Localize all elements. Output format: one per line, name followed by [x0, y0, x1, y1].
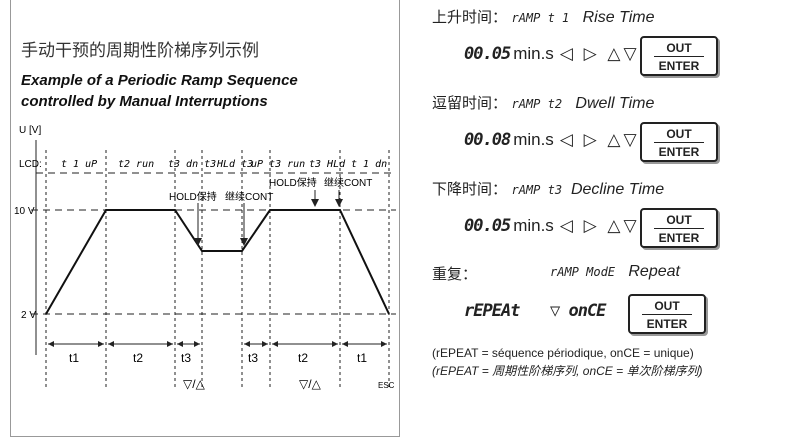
lcd-segment: t3 HLd — [309, 159, 346, 170]
time-markers — [45, 150, 390, 390]
y-label-10v: 10 V — [14, 206, 35, 217]
dwell-time-value-row: 00.08 min.s ◁ ▷ △▽ — [464, 130, 640, 150]
cont-arrowhead-1 — [240, 238, 248, 246]
title-english: Example of a Periodic Ramp Sequence cont… — [21, 70, 298, 112]
cont-label-2: 继续CONT — [324, 176, 372, 189]
ramp-diagram: U [V] LCD: t 1 uP t2 run t3 dn t3 HLd t3… — [14, 125, 396, 391]
repeat-value: rEPEAt — [464, 301, 520, 321]
rise-time-code: rAMP t 1 — [511, 11, 570, 25]
key-divider — [654, 142, 704, 143]
title-chinese: 手动干预的周期性阶梯序列示例 — [21, 41, 259, 61]
decline-time-value: 00.05 — [464, 216, 511, 236]
interval-label: t1 — [69, 351, 79, 365]
repeat-label: 重复： — [432, 263, 477, 284]
rise-time-cn: 上升时间： — [432, 8, 508, 26]
y-label-2v: 2 V — [21, 310, 36, 321]
out-key-label: OUT — [654, 299, 680, 313]
nav-arrows-icon: ◁ ▷ △▽ — [559, 44, 640, 63]
hold-arrowhead-2 — [311, 199, 319, 207]
decline-time-unit: min.s — [513, 216, 554, 235]
title-english-line-1: Example of a Periodic Ramp Sequence — [21, 72, 298, 89]
key-divider — [642, 314, 692, 315]
esc-label: ESC — [378, 381, 395, 390]
dwell-time-label: 逗留时间： rAMP t2 Dwell Time — [432, 92, 654, 113]
hold-arrowhead-1 — [194, 238, 202, 246]
cont-arrowhead-2 — [335, 199, 343, 207]
decline-time-value-row: 00.05 min.s ◁ ▷ △▽ — [464, 216, 640, 236]
repeat-alt-value: ▽ onCE — [550, 301, 606, 321]
rise-time-value: 00.05 — [464, 44, 511, 64]
decline-time-en: Decline Time — [570, 181, 665, 198]
key-arrows-label-2: ▽/△ — [299, 377, 322, 391]
repeat-mode-label: rAMP ModE Repeat — [550, 263, 680, 281]
lcd-segment: uP t3 run — [251, 159, 305, 170]
cont-label-1: 继续CONT — [225, 190, 273, 203]
ramp-settings-panel: 上升时间： rAMP t 1 Rise Time 00.05 min.s ◁ ▷… — [432, 0, 792, 442]
out-enter-key[interactable]: OUT ENTER — [640, 36, 718, 76]
lcd-segment: t3 dn t3 — [168, 159, 216, 170]
enter-key-label: ENTER — [646, 317, 688, 331]
rise-time-unit: min.s — [513, 44, 554, 63]
out-key-label: OUT — [666, 213, 692, 227]
ramp-waveform — [45, 209, 390, 315]
dwell-time-cn: 逗留时间： — [432, 94, 508, 112]
title-english-line-2: controlled by Manual Interruptions — [21, 93, 268, 110]
interval-label: t1 — [357, 351, 367, 365]
dwell-time-value: 00.08 — [464, 130, 511, 150]
out-key-label: OUT — [666, 127, 692, 141]
note-chinese: (rEPEAT = 周期性阶梯序列, onCE = 单次阶梯序列) — [432, 364, 703, 378]
interval-arrowheads — [48, 341, 387, 347]
dwell-time-en: Dwell Time — [575, 95, 655, 112]
nav-arrows-icon: ◁ ▷ △▽ — [559, 130, 640, 149]
lcd-segment: t2 run — [118, 159, 154, 170]
out-enter-key[interactable]: OUT ENTER — [640, 122, 718, 162]
y-axis-label: U [V] — [19, 125, 41, 136]
enter-key-label: ENTER — [658, 231, 700, 245]
lcd-segment: t 1 dn — [351, 159, 387, 170]
interval-label: t2 — [298, 351, 308, 365]
lcd-label: LCD: — [19, 159, 42, 170]
ramp-example-panel: 手动干预的周期性阶梯序列示例 Example of a Periodic Ram… — [10, 0, 400, 437]
repeat-alt-row: ▽ onCE — [550, 301, 606, 321]
decline-time-cn: 下降时间： — [432, 180, 508, 198]
interval-label: t3 — [181, 351, 191, 365]
rise-time-value-row: 00.05 min.s ◁ ▷ △▽ — [464, 44, 640, 64]
hold-label-1: HOLD保持 — [169, 190, 217, 203]
enter-key-label: ENTER — [658, 59, 700, 73]
repeat-en: Repeat — [628, 263, 680, 280]
dwell-time-unit: min.s — [513, 130, 554, 149]
enter-key-label: ENTER — [658, 145, 700, 159]
repeat-cn: 重复： — [432, 265, 478, 283]
nav-arrows-icon: ◁ ▷ △▽ — [559, 216, 640, 235]
rise-time-en: Rise Time — [582, 9, 655, 26]
decline-time-code: rAMP t3 — [511, 183, 563, 197]
lcd-segment: t 1 uP — [61, 159, 97, 170]
out-key-label: OUT — [666, 41, 692, 55]
dwell-time-code: rAMP t2 — [511, 97, 563, 111]
key-divider — [654, 56, 704, 57]
decline-time-label: 下降时间： rAMP t3 Decline Time — [432, 178, 664, 199]
out-enter-key[interactable]: OUT ENTER — [628, 294, 706, 334]
repeat-value-row: rEPEAt — [464, 301, 520, 321]
note-french: (rEPEAT = séquence périodique, onCE = un… — [432, 346, 694, 360]
repeat-code: rAMP ModE — [550, 265, 616, 279]
hold-label-2: HOLD保持 — [269, 176, 317, 189]
key-arrows-label-1: ▽/△ — [183, 377, 206, 391]
interval-label: t3 — [248, 351, 258, 365]
interval-label: t2 — [133, 351, 143, 365]
out-enter-key[interactable]: OUT ENTER — [640, 208, 718, 248]
key-divider — [654, 228, 704, 229]
lcd-segment: HLd t3 — [216, 159, 253, 170]
rise-time-label: 上升时间： rAMP t 1 Rise Time — [432, 6, 654, 27]
